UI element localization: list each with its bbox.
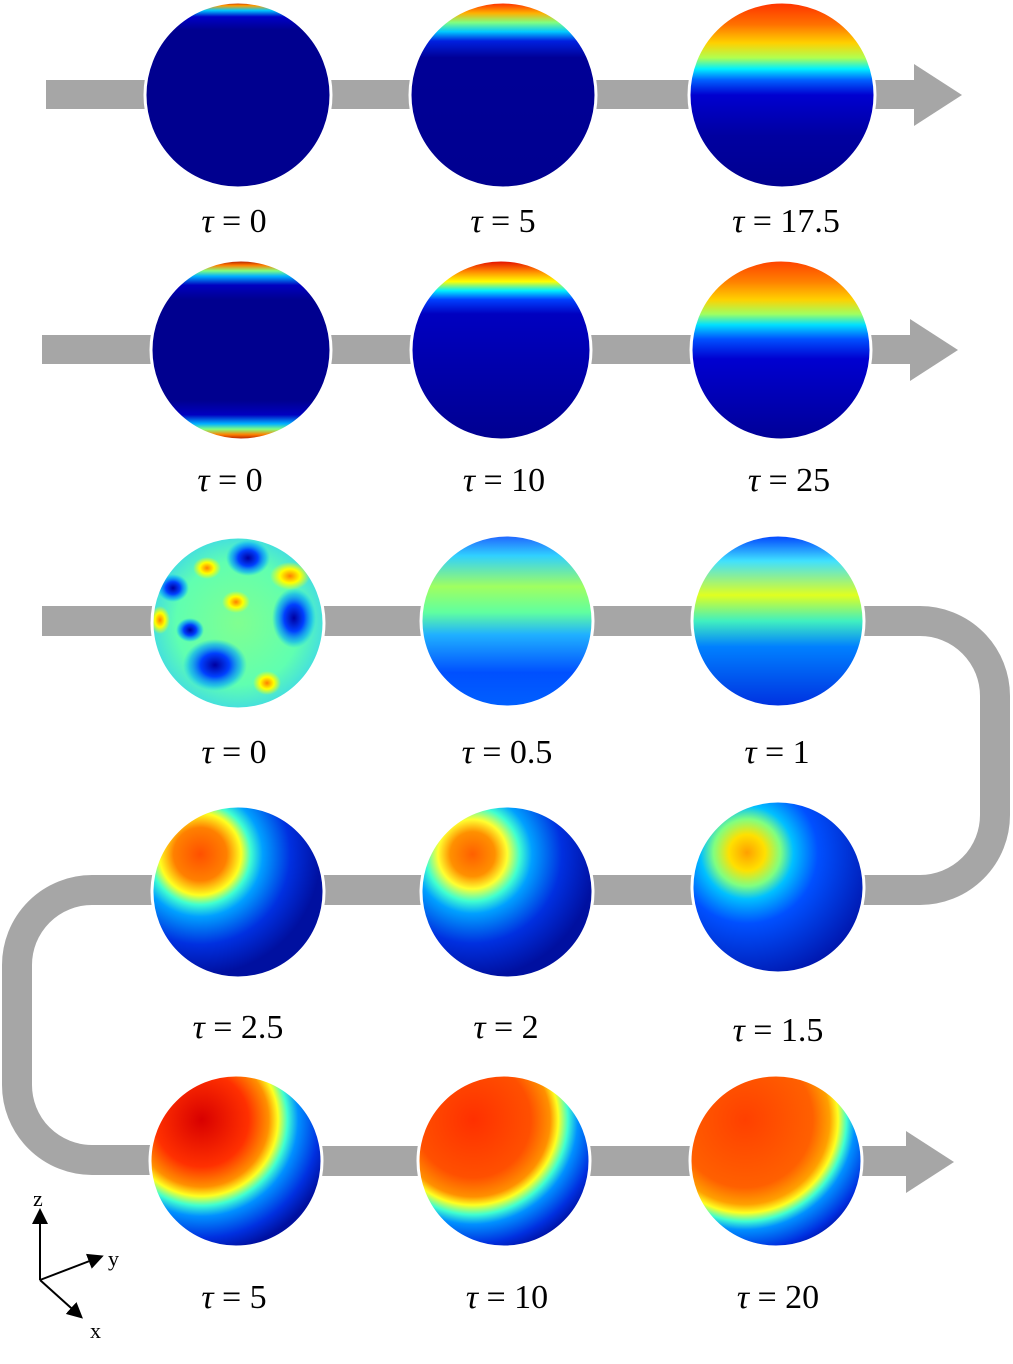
flow-arrow-head bbox=[906, 1131, 954, 1193]
time-label-r1c1: τ = 0 bbox=[201, 203, 266, 240]
time-label-r3c3: τ = 1 bbox=[744, 734, 809, 771]
row-2: τ = 0 τ = 10 τ = 25 bbox=[42, 258, 958, 499]
row-1: τ = 0 τ = 5 τ = 17.5 bbox=[46, 0, 962, 240]
time-label-r4c2: τ = 2 bbox=[473, 1009, 538, 1046]
sphere-r1c1 bbox=[143, 0, 333, 190]
sphere-r3c1 bbox=[150, 535, 326, 711]
time-label-r3c2: τ = 0.5 bbox=[462, 734, 553, 771]
sphere-r1c2 bbox=[408, 0, 598, 190]
sphere-r5c2 bbox=[416, 1073, 592, 1249]
flow-arrow-head bbox=[910, 319, 958, 381]
y-axis bbox=[39, 1253, 104, 1281]
coordinate-axes: z y x bbox=[32, 1186, 119, 1343]
time-label-r2c2: τ = 10 bbox=[463, 462, 545, 499]
y-axis-label: y bbox=[108, 1246, 119, 1271]
sphere-r2c1 bbox=[149, 258, 333, 442]
time-label-r1c3: τ = 17.5 bbox=[732, 203, 840, 240]
x-axis-label: x bbox=[90, 1318, 101, 1343]
time-label-r5c1: τ = 5 bbox=[201, 1279, 266, 1316]
sphere-r4c2 bbox=[419, 804, 595, 980]
sphere-r5c3 bbox=[688, 1073, 864, 1249]
turn-left-connector bbox=[1, 875, 155, 1175]
row-4: τ = 2.5 τ = 2 τ = 1.5 bbox=[150, 799, 870, 1049]
time-label-r2c3: τ = 25 bbox=[748, 462, 830, 499]
sphere-r4c3 bbox=[690, 799, 866, 975]
time-label-r5c3: τ = 20 bbox=[737, 1279, 819, 1316]
x-axis bbox=[39, 1279, 83, 1319]
time-label-r4c3: τ = 1.5 bbox=[733, 1012, 824, 1049]
z-axis-label: z bbox=[33, 1186, 43, 1211]
sphere-r5c1 bbox=[148, 1073, 324, 1249]
time-label-r5c2: τ = 10 bbox=[466, 1279, 548, 1316]
sphere-r3c2 bbox=[419, 533, 595, 709]
sphere-r4c1 bbox=[150, 804, 326, 980]
row-5: τ = 5 τ = 10 τ = 20 bbox=[148, 1073, 954, 1316]
sphere-r2c3 bbox=[689, 258, 873, 442]
sphere-r2c2 bbox=[409, 258, 593, 442]
serpentine-arrow bbox=[1, 606, 1010, 1175]
turn-right-connector bbox=[860, 606, 1010, 905]
sphere-r1c3 bbox=[687, 0, 877, 190]
time-label-r3c1: τ = 0 bbox=[201, 734, 266, 771]
time-label-r2c1: τ = 0 bbox=[197, 462, 262, 499]
flow-arrow-head bbox=[914, 64, 962, 126]
sphere-r3c3 bbox=[690, 533, 866, 709]
time-label-r4c1: τ = 2.5 bbox=[193, 1009, 284, 1046]
time-label-r1c2: τ = 5 bbox=[470, 203, 535, 240]
row-3: τ = 0 τ = 0.5 τ = 1 bbox=[42, 533, 872, 771]
